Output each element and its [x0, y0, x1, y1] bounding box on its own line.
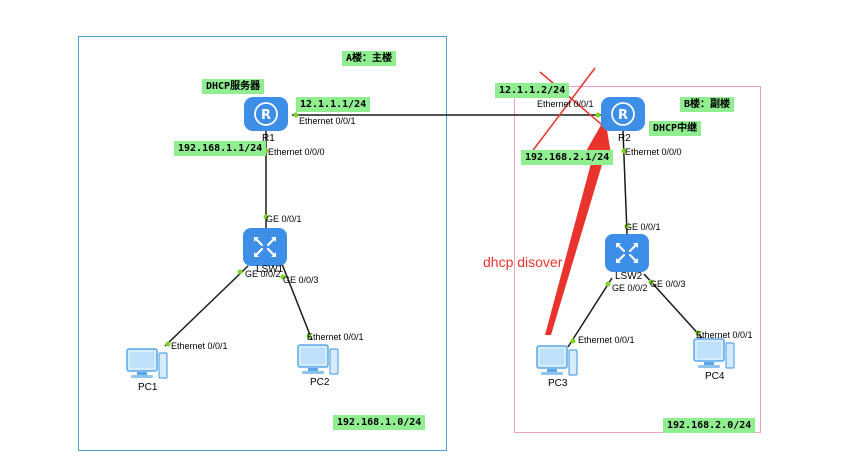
r1-wan-port: Ethernet 0/0/1 [299, 116, 356, 126]
area-b-subnet: 192.168.2.0/24 [663, 418, 756, 433]
link-lsw2-pc3 [567, 277, 613, 348]
link-lsw2-pc4 [643, 273, 703, 339]
pc-pc2[interactable] [297, 343, 339, 377]
lsw2-port2: GE 0/0/2 [612, 283, 648, 293]
dhcp-discover-arrow [545, 118, 612, 335]
red-cross-line-2 [530, 67, 596, 154]
router-r2[interactable]: R [601, 97, 645, 131]
switch-icon [243, 228, 287, 266]
switch-lsw2[interactable] [605, 234, 649, 272]
area-a-label: A楼：主楼 [342, 51, 397, 66]
pc-pc1[interactable] [126, 347, 168, 381]
svg-text:R: R [261, 108, 271, 123]
pc-pc4[interactable] [693, 337, 735, 371]
lsw1-uplink-port: GE 0/0/1 [266, 214, 302, 224]
lsw2-uplink-port: GE 0/0/1 [625, 222, 661, 232]
pc3-port: Ethernet 0/0/1 [578, 335, 635, 345]
r2-wan-port: Ethernet 0/0/1 [537, 99, 594, 109]
area-a-frame [78, 36, 447, 451]
router-icon: R [244, 97, 288, 131]
router-r1[interactable]: R [244, 97, 288, 131]
lsw1-port2: GE 0/0/2 [245, 269, 281, 279]
pc2-name: PC2 [310, 377, 330, 388]
pc-icon [693, 338, 735, 369]
lsw2-port3: GE 0/0/3 [650, 279, 686, 289]
switch-lsw1[interactable] [243, 228, 287, 266]
link-lsw1-pc1 [164, 265, 249, 347]
r2-lan-ip-tag: 192.168.2.1/24 [521, 150, 614, 165]
switch-icon [605, 234, 649, 272]
r1-wan-ip-tag: 12.1.1.1/24 [296, 97, 371, 112]
lsw1-name: LSW1 [256, 264, 284, 275]
red-cross-line-1 [539, 71, 609, 131]
r1-role-tag: DHCP服务器 [202, 79, 265, 94]
r1-lan-port: Ethernet 0/0/0 [268, 147, 325, 157]
pc-icon [126, 348, 168, 379]
area-b-label: B楼：副楼 [680, 97, 735, 112]
r1-name: R1 [262, 133, 275, 144]
pc4-port: Ethernet 0/0/1 [696, 330, 753, 340]
r2-name: R2 [618, 133, 631, 144]
link-r2-lsw2 [622, 130, 628, 235]
area-b-frame [514, 86, 761, 433]
pc4-name: PC4 [705, 371, 725, 382]
svg-text:R: R [618, 108, 628, 123]
r2-lan-port: Ethernet 0/0/0 [625, 147, 682, 157]
r2-wan-ip-tag: 12.1.1.2/24 [495, 83, 570, 98]
router-icon: R [601, 97, 645, 131]
pc-icon [536, 345, 578, 376]
pc1-port: Ethernet 0/0/1 [171, 341, 228, 351]
pc1-name: PC1 [138, 382, 158, 393]
pc-icon [297, 344, 339, 375]
pc2-port: Ethernet 0/0/1 [307, 332, 364, 342]
r1-lan-ip-tag: 192.168.1.1/24 [174, 141, 267, 156]
r2-role-tag: DHCP中继 [649, 121, 702, 136]
dhcp-discover-label: dhcp disover [483, 254, 563, 270]
area-a-subnet: 192.168.1.0/24 [333, 415, 426, 430]
lsw1-port3: GE 0/0/3 [283, 275, 319, 285]
pc-pc3[interactable] [536, 344, 578, 378]
lsw2-name: LSW2 [615, 271, 643, 282]
link-lsw1-pc2 [281, 263, 313, 341]
pc3-name: PC3 [548, 378, 568, 389]
